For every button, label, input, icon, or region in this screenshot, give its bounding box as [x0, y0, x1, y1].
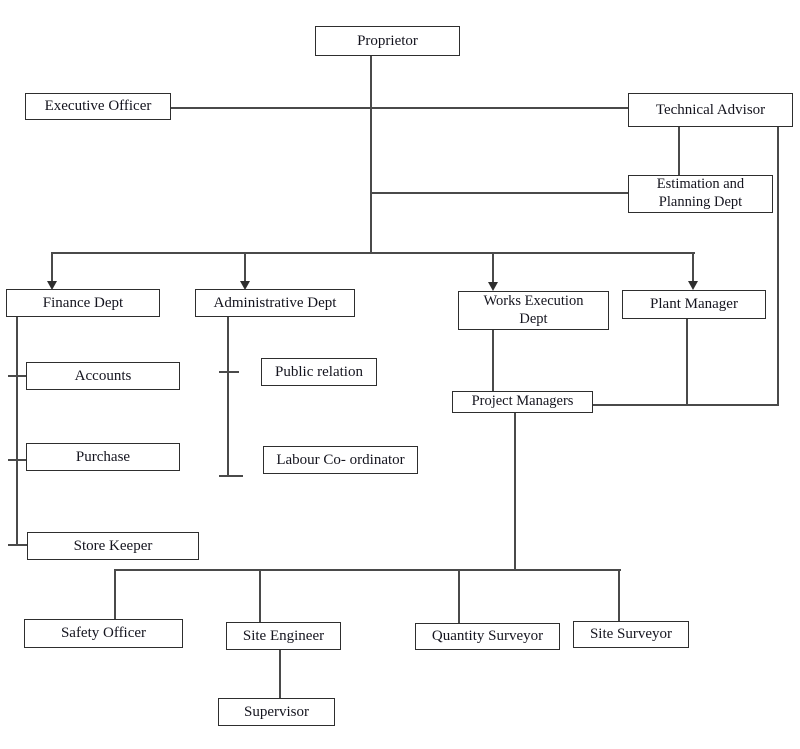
- node-store-keeper: Store Keeper: [27, 532, 199, 560]
- connector-line: [514, 413, 516, 570]
- connector-line: [692, 252, 694, 281]
- node-administrative-dept: Administrative Dept: [195, 289, 355, 317]
- arrowhead-down-icon: [47, 281, 57, 290]
- node-technical-advisor: Technical Advisor: [628, 93, 793, 127]
- node-executive-officer: Executive Officer: [25, 93, 171, 120]
- connector-line: [114, 569, 116, 619]
- connector-line: [244, 252, 246, 281]
- connector-line: [259, 569, 261, 622]
- connector-line: [686, 319, 688, 406]
- node-site-engineer: Site Engineer: [226, 622, 341, 650]
- node-finance-dept: Finance Dept: [6, 289, 160, 317]
- node-quantity-surveyor: Quantity Surveyor: [415, 623, 560, 650]
- connector-line: [8, 459, 26, 461]
- connector-line: [618, 569, 620, 621]
- node-estimation-planning-dept: Estimation and Planning Dept: [628, 175, 773, 213]
- node-supervisor: Supervisor: [218, 698, 335, 726]
- node-works-execution-dept: Works Execution Dept: [458, 291, 609, 330]
- node-public-relation: Public relation: [261, 358, 377, 386]
- node-proprietor: Proprietor: [315, 26, 460, 56]
- connector-line: [370, 192, 628, 194]
- connector-line: [227, 316, 229, 477]
- node-project-managers: Project Managers: [452, 391, 593, 413]
- connector-line: [51, 252, 695, 254]
- node-labour-coordinator: Labour Co- ordinator: [263, 446, 418, 474]
- arrowhead-down-icon: [688, 281, 698, 290]
- connector-line: [492, 252, 494, 282]
- connector-line: [370, 56, 372, 253]
- node-safety-officer: Safety Officer: [24, 619, 183, 648]
- connector-line: [219, 371, 239, 373]
- connector-line: [171, 107, 628, 109]
- arrowhead-down-icon: [488, 282, 498, 291]
- node-site-surveyor: Site Surveyor: [573, 621, 689, 648]
- node-plant-manager: Plant Manager: [622, 290, 766, 319]
- connector-line: [219, 475, 243, 477]
- arrowhead-down-icon: [240, 281, 250, 290]
- connector-line: [678, 127, 680, 175]
- node-purchase: Purchase: [26, 443, 180, 471]
- connector-line: [51, 252, 53, 281]
- connector-line: [115, 569, 621, 571]
- connector-line: [458, 569, 460, 623]
- connector-line: [777, 127, 779, 406]
- connector-line: [8, 544, 27, 546]
- connector-line: [16, 316, 18, 546]
- connector-line: [279, 650, 281, 698]
- connector-line: [492, 330, 494, 391]
- node-accounts: Accounts: [26, 362, 180, 390]
- connector-line: [8, 375, 26, 377]
